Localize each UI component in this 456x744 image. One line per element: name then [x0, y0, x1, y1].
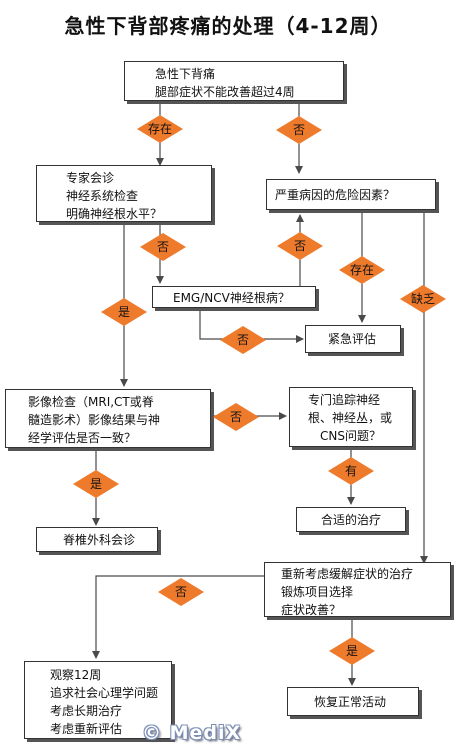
decision-has: 有 — [328, 457, 374, 485]
node-danger: 严重病因的危险因素？ — [266, 179, 436, 210]
edge-reconsider-observe — [92, 575, 264, 659]
decision-no-3: 否 — [277, 232, 323, 260]
node-start: 急性下背痛 腿部症状不能改善超过4周 — [124, 61, 344, 101]
node-trace: 专门追踪神经 根、神经丛，或 CNS问题？ — [289, 387, 413, 447]
decision-exists-1: 存在 — [137, 115, 183, 143]
node-imaging: 影像检查（MRI,CT或脊 髓造影术）影像结果与神 经学评估是否一致？ — [5, 389, 211, 448]
node-resume: 恢复正常活动 — [287, 687, 419, 716]
decision-lack: 缺乏 — [400, 285, 446, 313]
decision-yes-3: 是 — [329, 637, 375, 665]
node-reconsider: 重新考虑缓解症状的治疗 锻炼项目选择 症状改善？ — [264, 562, 451, 617]
node-urgent: 紧急评估 — [305, 325, 401, 353]
decision-yes-1: 是 — [101, 298, 147, 326]
decision-no-2: 否 — [140, 233, 186, 261]
decision-no-5: 否 — [213, 403, 259, 431]
node-spine-consult: 脊椎外科会诊 — [36, 527, 158, 552]
decision-yes-2: 是 — [73, 470, 119, 498]
decision-no-4: 否 — [220, 326, 266, 354]
node-proper-treatment: 合适的治疗 — [296, 507, 406, 532]
decision-no-6: 否 — [158, 578, 204, 606]
node-emg: EMG/NCV神经根病？ — [152, 286, 316, 308]
decision-exists-2: 存在 — [339, 256, 385, 284]
page-title: 急性下背部疼痛的处理（4-12周） — [64, 14, 392, 38]
edge-emg-urgent — [199, 305, 304, 343]
node-specialist: 专家会诊 神经系统检查 明确神经根水平？ — [36, 165, 212, 222]
node-observe: 观察12周 追求社会心理学问题 考虑长期治疗 考虑重新评估 — [24, 661, 172, 739]
watermark: © MediX — [142, 722, 242, 744]
decision-no-1: 否 — [276, 116, 322, 144]
